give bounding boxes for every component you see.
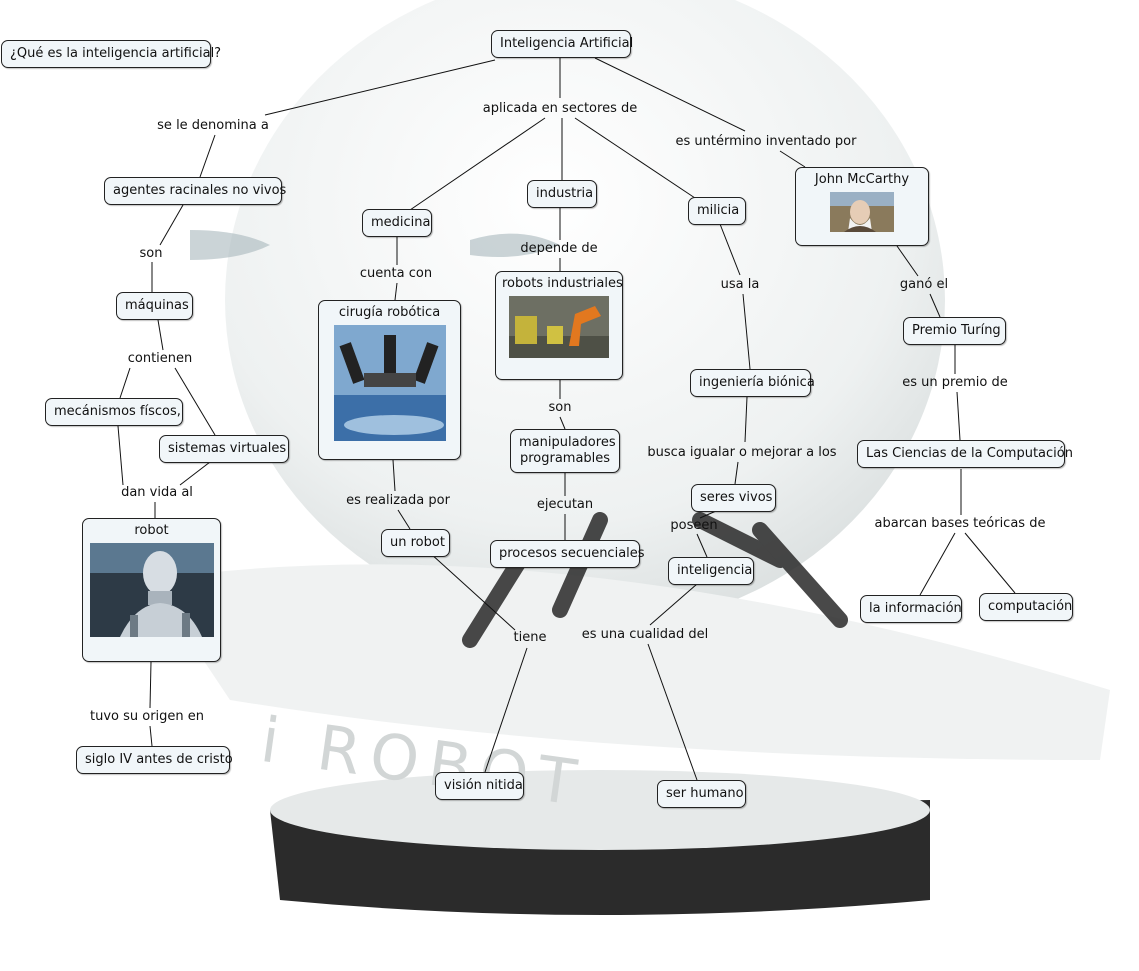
link-label: aplicada en sectores de: [482, 101, 638, 116]
link-line: [919, 532, 956, 596]
node-inteligencia[interactable]: inteligencia: [668, 557, 754, 585]
link-line: [734, 461, 739, 485]
link-label: cuenta con: [359, 266, 433, 281]
node-cirugia-label: cirugía robótica: [338, 305, 441, 320]
node-mccarthy-label: John McCarthy: [814, 172, 910, 187]
link-line: [119, 367, 131, 399]
link-line: [149, 725, 153, 747]
link-line: [394, 282, 398, 301]
link-line: [199, 134, 216, 178]
node-milicia[interactable]: milicia: [688, 197, 746, 225]
link-label: depende de: [520, 241, 598, 256]
node-cirugia[interactable]: cirugía robótica: [318, 300, 461, 460]
node-siglo[interactable]: siglo IV antes de cristo: [76, 746, 233, 774]
link-label: abarcan bases teóricas de: [874, 516, 1046, 531]
link-label: ganó el: [899, 277, 949, 292]
link-line: [484, 647, 528, 773]
link-line: [429, 552, 516, 631]
node-premio[interactable]: Premio Turíng: [903, 317, 1006, 345]
link-line: [409, 117, 546, 211]
node-ciencias[interactable]: Las Ciencias de la Computación: [857, 440, 1073, 468]
link-line: [117, 425, 124, 486]
link-line: [574, 117, 696, 199]
link-line: [719, 223, 741, 276]
question-node[interactable]: ¿Qué es la inteligencia artificial?: [1, 40, 221, 68]
link-line: [779, 150, 806, 168]
node-robot-label: robot: [134, 523, 169, 538]
node-mecanismos[interactable]: mecánismos físcos,: [45, 398, 183, 426]
link-line: [594, 57, 746, 132]
link-label: poseen: [670, 518, 718, 533]
link-label: ejecutan: [536, 497, 594, 512]
node-seres[interactable]: seres vivos: [691, 484, 776, 512]
node-industria[interactable]: industria: [527, 180, 597, 208]
link-line: [896, 245, 919, 277]
link-label: busca igualar o mejorar a los: [647, 445, 837, 460]
node-robots-industriales-label: robots industriales: [502, 276, 623, 291]
link-label: contienen: [127, 351, 193, 366]
link-label: dan vida al: [121, 485, 193, 500]
node-mccarthy[interactable]: John McCarthy: [795, 167, 929, 246]
node-maquinas[interactable]: máquinas: [116, 292, 193, 320]
link-line: [929, 293, 941, 318]
link-label: es realizada por: [346, 493, 450, 508]
link-line: [149, 661, 152, 709]
link-line: [559, 416, 566, 430]
link-line: [956, 391, 961, 441]
link-line: [179, 461, 211, 486]
surgery-photo: [333, 325, 446, 441]
robot-photo: [89, 543, 214, 637]
link-line: [392, 459, 396, 492]
link-label: son: [548, 400, 572, 415]
node-informacion[interactable]: la información: [860, 595, 962, 623]
john-mccarthy-photo: [830, 192, 894, 232]
node-computacion[interactable]: computación: [979, 593, 1073, 621]
link-line: [157, 319, 164, 351]
link-label: es untérmino inventado por: [675, 134, 857, 149]
link-line: [174, 367, 216, 436]
node-sistemas[interactable]: sistemas virtuales: [159, 435, 289, 463]
link-label: usa la: [720, 277, 760, 292]
link-label: son: [139, 246, 163, 261]
node-manipuladores[interactable]: manipuladores programables: [510, 429, 620, 473]
node-medicina[interactable]: medicina: [362, 209, 432, 237]
link-line: [397, 509, 411, 530]
link-label: tuvo su origen en: [89, 709, 205, 724]
link-label: tiene: [513, 630, 547, 645]
node-robot[interactable]: robot: [82, 518, 221, 662]
node-procesos[interactable]: procesos secuenciales: [490, 540, 645, 568]
link-line: [742, 293, 751, 370]
node-humano[interactable]: ser humano: [657, 780, 746, 808]
link-line: [649, 583, 698, 626]
link-line: [744, 396, 748, 443]
link-line: [647, 643, 698, 781]
link-line: [964, 532, 1016, 594]
node-agentes[interactable]: agentes racinales no vivos: [104, 177, 286, 205]
link-label: es un premio de: [902, 375, 1008, 390]
link-line: [264, 59, 496, 116]
link-label: se le denomina a: [157, 118, 269, 133]
industrial-robots-photo: [509, 296, 609, 358]
node-unrobot[interactable]: un robot: [381, 529, 450, 557]
link-line: [696, 533, 708, 558]
root-node[interactable]: Inteligencia Artificial: [491, 30, 633, 58]
link-line: [699, 510, 717, 519]
link-line: [159, 204, 184, 246]
node-robots-industriales[interactable]: robots industriales: [495, 271, 623, 380]
node-ingenieria[interactable]: ingeniería biónica: [690, 369, 815, 397]
node-vision[interactable]: visión nitida: [435, 772, 524, 800]
link-label: es una cualidad del: [581, 627, 709, 642]
